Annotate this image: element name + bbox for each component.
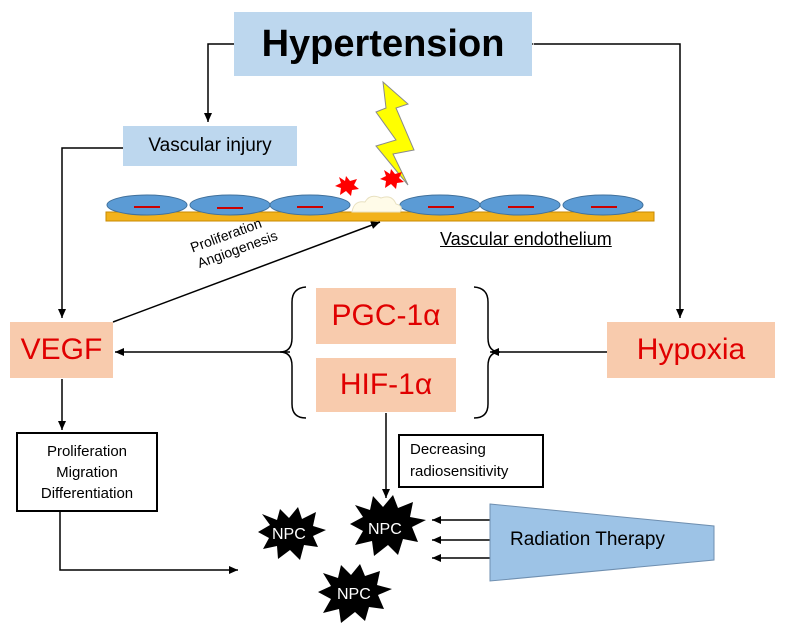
npc-star-2 bbox=[350, 495, 426, 556]
decreasing-line1: Decreasing bbox=[410, 441, 486, 458]
arrow-vegf-to-endothelium bbox=[112, 221, 381, 323]
endothelial-cell bbox=[479, 194, 561, 216]
red-burst-icon bbox=[380, 169, 404, 189]
vegf-label: VEGF bbox=[20, 333, 103, 366]
effect-migration: Migration bbox=[56, 463, 118, 481]
left-curly-bracket bbox=[279, 286, 307, 419]
effect-differentiation: Differentiation bbox=[40, 484, 134, 502]
right-curly-bracket bbox=[473, 286, 501, 419]
vegf-effects-box: Proliferation Migration Differentiation bbox=[16, 432, 158, 512]
hypertension-box: Hypertension bbox=[234, 12, 532, 76]
hypoxia-label: Hypoxia bbox=[636, 333, 746, 366]
pgc-box: PGC-1α bbox=[316, 288, 456, 344]
npc-label-2: NPC bbox=[368, 521, 402, 538]
decreasing-line2: radiosensitivity bbox=[410, 463, 509, 480]
npc-label-3: NPC bbox=[337, 586, 371, 603]
vegf-box: VEGF bbox=[10, 322, 113, 378]
lightning-bolt-icon bbox=[375, 80, 415, 186]
npc-label-1: NPC bbox=[272, 526, 306, 543]
arrow-hypertension-to-injury bbox=[204, 43, 234, 122]
npc-star-3 bbox=[318, 564, 392, 623]
arrow-effects-to-npc bbox=[59, 512, 238, 574]
damage-cloud bbox=[351, 195, 402, 213]
endothelial-cell bbox=[189, 194, 271, 216]
pgc-label: PGC-1α bbox=[331, 299, 441, 332]
hif-label: HIF-1α bbox=[339, 368, 433, 401]
basement-membrane bbox=[105, 211, 655, 222]
endothelial-cell bbox=[399, 194, 481, 216]
endothelial-cell bbox=[106, 194, 188, 216]
endothelial-cells bbox=[106, 194, 644, 216]
hypoxia-box: Hypoxia bbox=[607, 322, 775, 378]
hif-box: HIF-1α bbox=[316, 358, 456, 412]
endothelium-illustration bbox=[105, 80, 655, 222]
effect-proliferation: Proliferation bbox=[46, 442, 128, 460]
radiation-therapy-shape bbox=[489, 503, 715, 582]
arrow-hypoxia-hypertension bbox=[525, 40, 684, 318]
hypertension-title: Hypertension bbox=[261, 22, 505, 65]
red-burst-icon bbox=[335, 176, 359, 196]
vascular-injury-label: Vascular injury bbox=[148, 135, 272, 156]
endothelial-cell bbox=[269, 194, 351, 216]
endothelial-cell bbox=[562, 194, 644, 216]
decreasing-radiosensitivity-box: Decreasing radiosensitivity bbox=[398, 434, 544, 488]
vascular-endothelium-label: Vascular endothelium bbox=[440, 229, 612, 249]
cell-nuclei bbox=[134, 206, 617, 209]
vascular-injury-box: Vascular injury bbox=[123, 126, 297, 166]
npc-star-1 bbox=[258, 507, 326, 560]
arrow-injury-to-vegf bbox=[58, 147, 123, 318]
radiation-therapy-label: Radiation Therapy bbox=[510, 529, 665, 550]
